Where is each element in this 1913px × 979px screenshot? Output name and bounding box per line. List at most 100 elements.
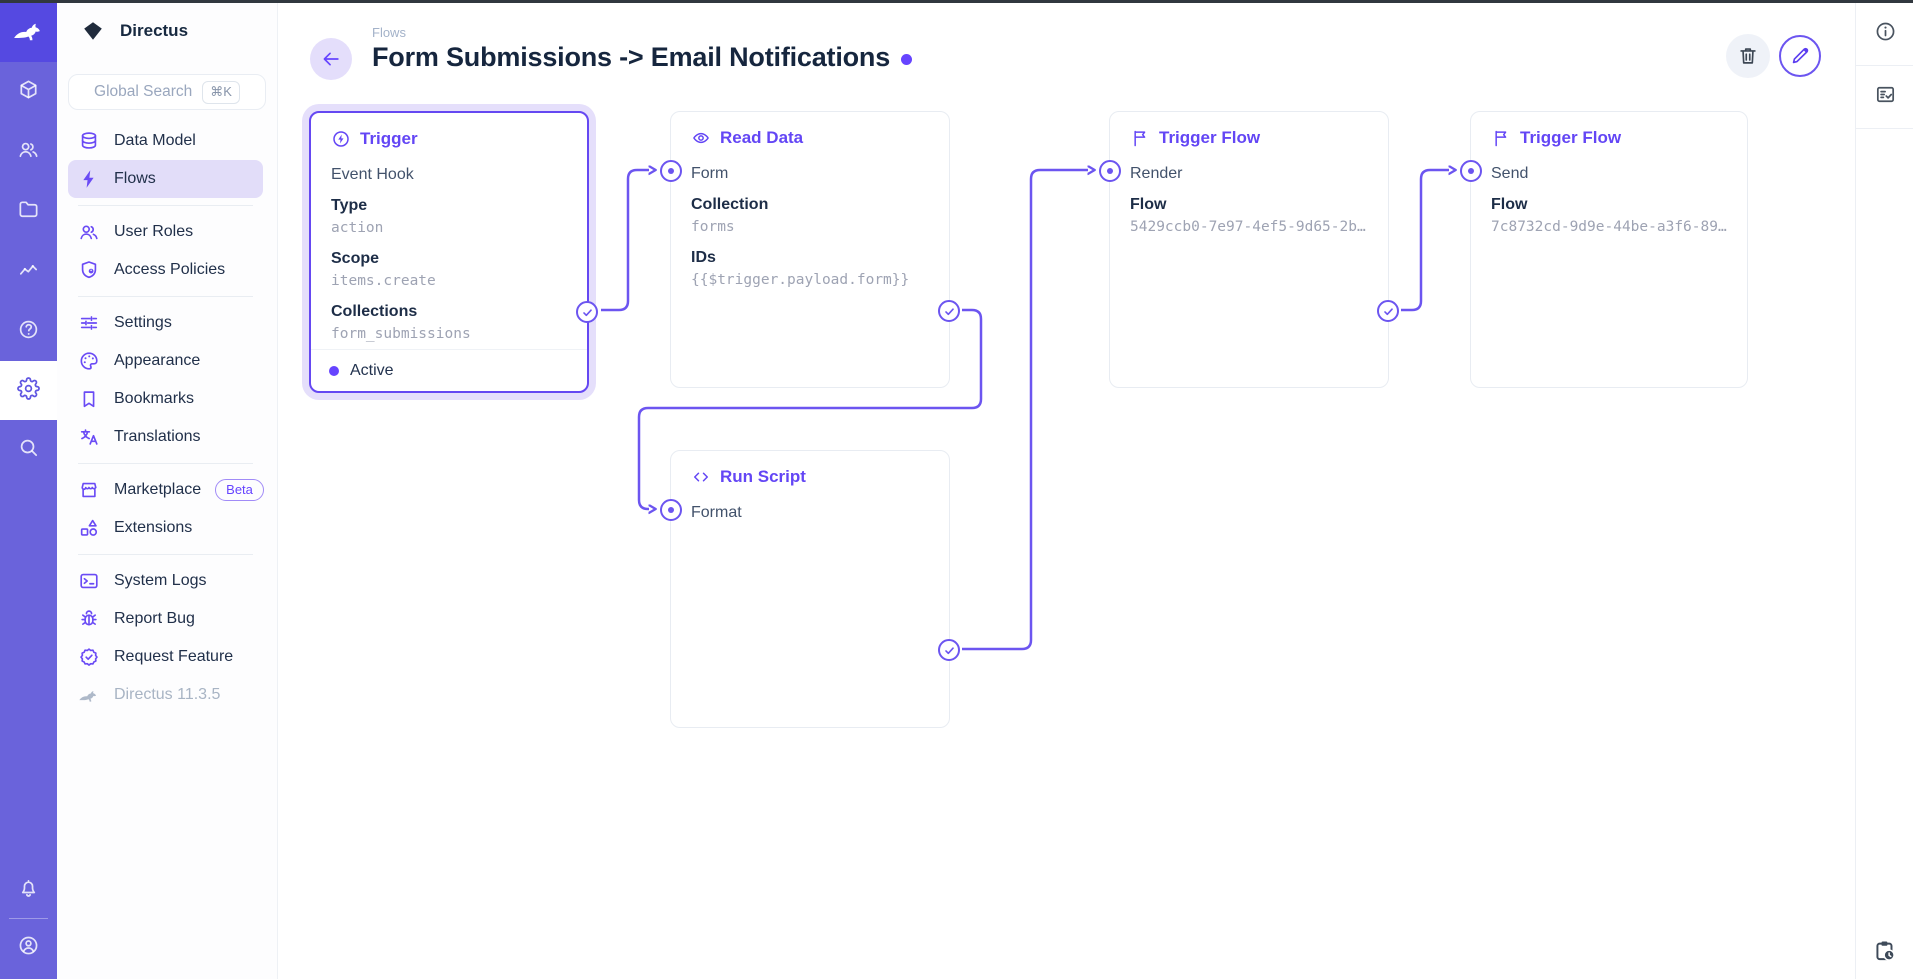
sidebar-item-bookmarks[interactable]: Bookmarks <box>68 380 263 418</box>
logs-panel-toggle-button[interactable] <box>1856 66 1913 129</box>
translate-icon <box>78 426 100 448</box>
sidebar-item-extensions[interactable]: Extensions <box>68 509 263 547</box>
panel-type-text: Trigger Flow <box>1520 128 1622 147</box>
sidebar-divider <box>78 205 253 206</box>
sidebar-item-user-roles[interactable]: User Roles <box>68 213 263 251</box>
seal-check-icon <box>78 646 100 668</box>
panel-field-label: IDs <box>691 248 716 266</box>
panel-field-value: forms <box>691 219 735 235</box>
sidebar-item-label: Directus 11.3.5 <box>114 686 221 703</box>
wire-run_script-to-trigger_flow_render <box>962 170 1088 651</box>
input-port[interactable] <box>660 160 682 182</box>
help-icon <box>17 318 40 346</box>
store-icon <box>78 479 100 501</box>
sidebar-item-label: System Logs <box>114 572 207 589</box>
rail-user-menu[interactable] <box>0 924 57 972</box>
wire-trigger_flow_render-to-trigger_flow_send <box>1401 170 1449 312</box>
panel-field-label: Type <box>331 196 368 214</box>
global-search-placeholder: Global Search <box>94 83 193 100</box>
input-port[interactable] <box>1460 160 1482 182</box>
flow-info-toggle-button[interactable] <box>1856 3 1913 66</box>
rail-settings-module[interactable] <box>0 361 57 420</box>
sidebar-item-system-logs[interactable]: System Logs <box>68 562 263 600</box>
rail-global-search-module[interactable] <box>0 420 57 480</box>
window-top-strip <box>0 0 1913 3</box>
page-title-text: Form Submissions -> Email Notifications <box>372 42 891 72</box>
panel-type-label: Read Data <box>691 126 929 150</box>
rail-docs-module[interactable] <box>0 302 57 361</box>
info-icon <box>1874 20 1897 48</box>
sidebar-item-data-model[interactable]: Data Model <box>68 122 263 160</box>
sidebar-item-appearance[interactable]: Appearance <box>68 342 263 380</box>
rail-insights-module[interactable] <box>0 242 57 302</box>
panel-field-label: Collection <box>691 195 769 213</box>
input-port[interactable] <box>1099 160 1121 182</box>
database-icon <box>78 130 100 152</box>
panel-eye-icon <box>691 128 711 148</box>
page-title: Form Submissions -> Email Notifications <box>372 42 913 73</box>
global-search-input[interactable]: Global Search ⌘K <box>68 74 266 110</box>
rail-divider <box>9 918 48 919</box>
rail-content-module[interactable] <box>0 62 57 122</box>
output-port[interactable] <box>938 300 960 322</box>
sidebar-item-access-policies[interactable]: Access Policies <box>68 251 263 289</box>
search-icon <box>17 436 40 464</box>
sidebar-divider <box>78 296 253 297</box>
wire-trigger-to-read_data <box>601 170 649 312</box>
panel-field-label: Scope <box>331 249 380 267</box>
output-port[interactable] <box>938 639 960 661</box>
panel-field: IDs{{$trigger.payload.form}} <box>691 246 929 291</box>
panel-field-label: Flow <box>1491 195 1528 213</box>
user-circle-icon <box>17 934 40 962</box>
right-sidebar <box>1855 3 1913 979</box>
input-port[interactable] <box>660 499 682 521</box>
activity-toggle-button[interactable] <box>1856 938 1913 969</box>
clipboard-clock-icon <box>1872 938 1898 969</box>
edit-flow-button[interactable] <box>1779 35 1821 77</box>
panel-field-label: Flow <box>1130 195 1167 213</box>
back-button[interactable] <box>310 38 352 80</box>
output-port[interactable] <box>1377 300 1399 322</box>
shield-user-icon <box>78 259 100 281</box>
project-diamond-icon <box>81 19 105 43</box>
rail-users-module[interactable] <box>0 122 57 182</box>
chart-icon <box>17 258 40 286</box>
project-logo-button[interactable] <box>0 3 57 62</box>
panel-flag-icon <box>1491 128 1511 148</box>
panel-type-text: Trigger <box>360 129 418 148</box>
sidebar-item-translations[interactable]: Translations <box>68 418 263 456</box>
sidebar-item-flows[interactable]: Flows <box>68 160 263 198</box>
panel-status: Active <box>311 349 587 391</box>
sidebar-item-label: User Roles <box>114 223 194 240</box>
sidebar-divider <box>78 463 253 464</box>
bug-icon <box>78 608 100 630</box>
panel-type-label: Trigger <box>331 127 567 151</box>
panel-type-label: Trigger Flow <box>1491 126 1727 150</box>
gear-icon <box>17 376 40 405</box>
sidebar-item-report-bug[interactable]: Report Bug <box>68 600 263 638</box>
output-port[interactable] <box>576 301 598 323</box>
rabbit-gray-icon <box>78 684 100 706</box>
sidebar-item-label: Data Model <box>114 132 196 149</box>
sidebar-item-settings[interactable]: Settings <box>68 304 263 342</box>
panel-field-value: form_submissions <box>331 326 471 342</box>
project-name: Directus <box>120 21 189 40</box>
panel-name: Event Hook <box>331 165 414 183</box>
sidebar-item-request-feature[interactable]: Request Feature <box>68 638 263 676</box>
rail-notifications[interactable] <box>0 867 57 915</box>
breadcrumb: Flows <box>372 25 406 40</box>
rail-files-module[interactable] <box>0 182 57 242</box>
delete-flow-button[interactable] <box>1726 34 1770 78</box>
project-header[interactable]: Directus <box>57 3 277 59</box>
panel-name: Send <box>1491 164 1529 182</box>
